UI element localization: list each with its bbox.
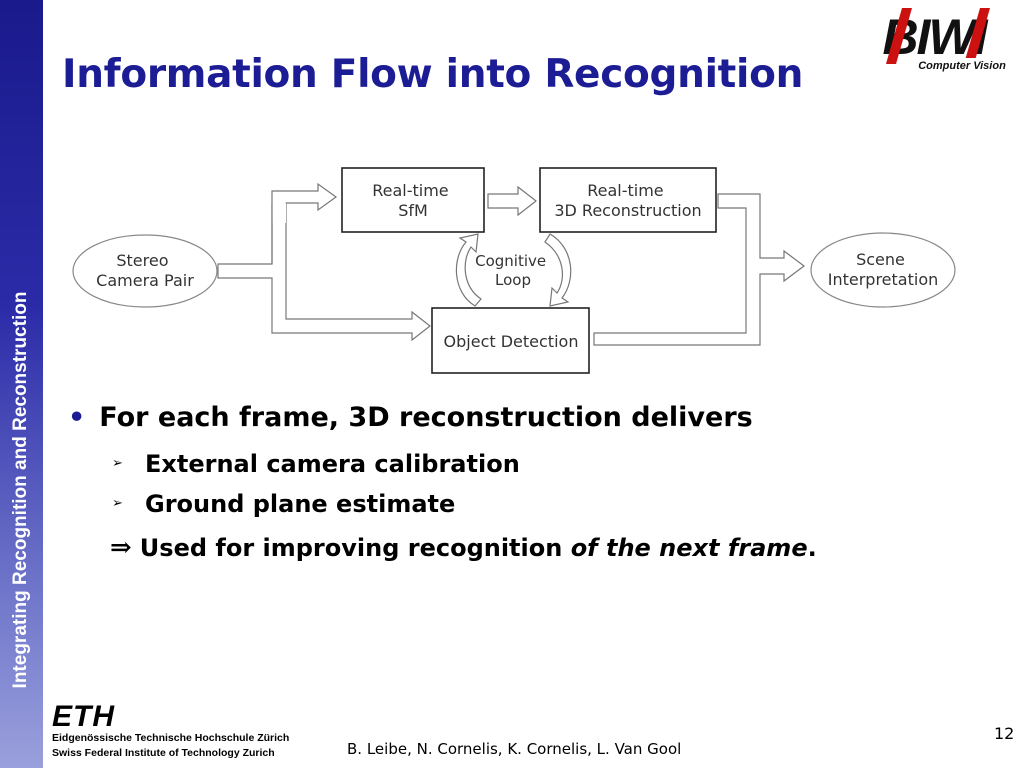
arrow-camera-to-split xyxy=(217,182,431,342)
implication-suffix: . xyxy=(807,534,817,562)
object-detection-label: Object Detection xyxy=(444,332,579,351)
scene-label-2: Interpretation xyxy=(828,270,939,289)
sidebar-label: Integrating Recognition and Reconstructi… xyxy=(10,291,31,689)
sub-bullet-arrow-icon: ➢ xyxy=(112,456,123,471)
stereo-camera-label-2: Camera Pair xyxy=(96,271,194,290)
bullet-dot-icon: • xyxy=(68,402,86,433)
scene-interpretation-node xyxy=(810,232,956,308)
object-detection-node xyxy=(431,307,590,374)
stereo-camera-label-1: Stereo xyxy=(116,251,168,270)
information-flow-diagram: Stereo Camera Pair Real-time SfM Real-ti… xyxy=(72,167,956,374)
eth-logo: ETH Eidgenössische Technische Hochschule… xyxy=(52,700,289,762)
reconstruction-label-2: 3D Reconstruction xyxy=(554,201,701,220)
main-bullet-text: For each frame, 3D reconstruction delive… xyxy=(99,402,753,433)
sfm-label-1: Real-time xyxy=(372,181,448,200)
sfm-node xyxy=(341,167,485,233)
cognitive-loop-label-2: Loop xyxy=(495,271,531,289)
svg-text:Real-time SfM: Real-time SfM xyxy=(372,181,454,220)
svg-text:Scene Interpretation: Scene Interpretation xyxy=(828,250,939,289)
sidebar-bar: Integrating Recognition and Reconstructi… xyxy=(0,0,43,768)
implication-emphasis: of the next frame xyxy=(570,534,808,562)
sub-bullet-arrow-icon: ➢ xyxy=(112,496,123,511)
cognitive-loop-right-arrow xyxy=(544,233,572,307)
sub-bullet-2-text: Ground plane estimate xyxy=(145,490,456,518)
scene-label-1: Scene xyxy=(856,250,905,269)
sub-bullet-2: ➢ Ground plane estimate xyxy=(112,490,456,518)
biwi-logo-subtitle: Computer Vision xyxy=(918,60,1006,72)
reconstruction-node xyxy=(539,167,717,233)
main-bullet: • For each frame, 3D reconstruction deliv… xyxy=(68,402,753,433)
slide-title: Information Flow into Recognition xyxy=(62,52,804,97)
sfm-label-2: SfM xyxy=(398,201,428,220)
biwi-logo-slash xyxy=(886,8,912,64)
svg-text:Stereo Camera Pair: Stereo Camera Pair xyxy=(96,251,194,290)
reconstruction-label-1: Real-time xyxy=(587,181,663,200)
eth-logo-mark: ETH xyxy=(52,700,115,733)
cognitive-loop-label-1: Cognitive xyxy=(475,252,546,270)
implication-line: ⇒Used for improving recognition of the n… xyxy=(110,533,817,563)
authors-footer: B. Leibe, N. Cornelis, K. Cornelis, L. V… xyxy=(347,740,682,758)
svg-text:Real-time 3D Reconstructio: Real-time 3D Reconstruction xyxy=(554,181,701,220)
implies-arrow-icon: ⇒ xyxy=(110,533,132,563)
eth-name-english: Swiss Federal Institute of Technology Zu… xyxy=(52,747,275,759)
implication-prefix: Used for improving recognition xyxy=(139,534,571,562)
svg-text:Cognitive Loop: Cognitive Loop xyxy=(475,252,551,289)
sub-bullet-1-text: External camera calibration xyxy=(145,450,520,478)
arrow-to-scene xyxy=(593,193,805,346)
stereo-camera-node xyxy=(72,234,218,308)
eth-name-german: Eidgenössische Technische Hochschule Zür… xyxy=(52,732,290,744)
page-number: 12 xyxy=(994,724,1015,743)
arrow-sfm-to-reconstruction xyxy=(487,185,537,217)
biwi-logo: BIWI Computer Vision xyxy=(852,8,1014,72)
cognitive-loop-left-arrow xyxy=(455,233,482,307)
sub-bullet-1: ➢ External camera calibration xyxy=(112,450,520,478)
